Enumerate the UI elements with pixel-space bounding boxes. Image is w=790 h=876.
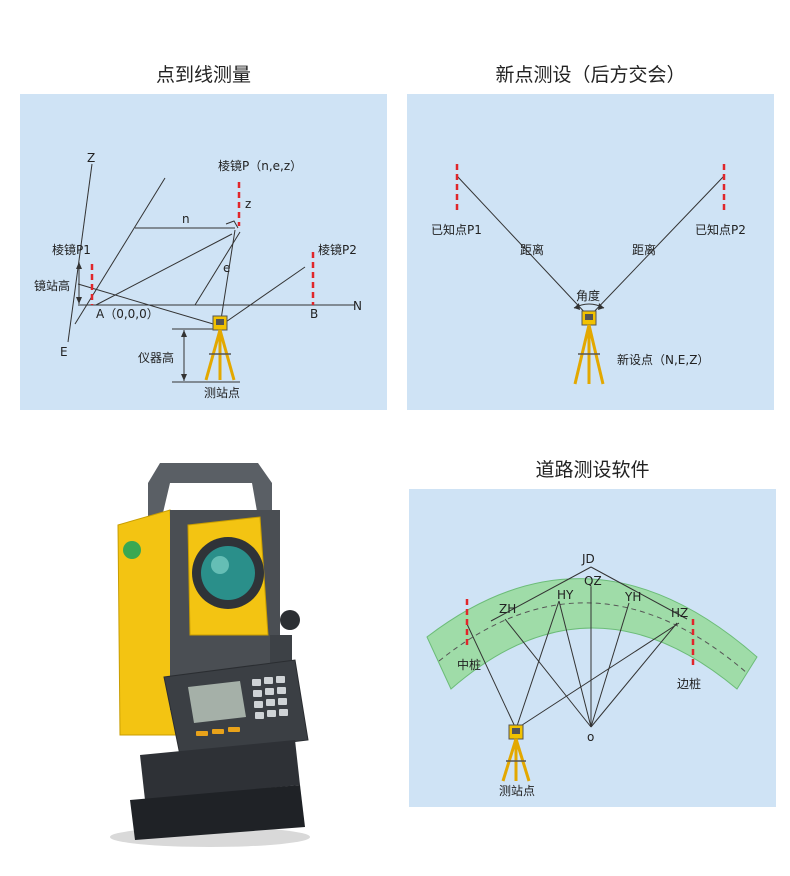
point-a-label: A（0,0,0） bbox=[96, 307, 159, 321]
n-axis-label: N bbox=[353, 299, 362, 313]
road-centerline bbox=[438, 602, 748, 674]
lcd-screen bbox=[188, 681, 246, 723]
instrument-height-label: 仪器高 bbox=[138, 350, 174, 365]
new-point-label: 新设点（N,E,Z） bbox=[617, 352, 709, 367]
radial-zh bbox=[504, 618, 592, 728]
prism-p-label: 棱镜P（n,e,z） bbox=[218, 158, 302, 173]
radial-hz bbox=[590, 622, 678, 728]
z-label: z bbox=[245, 197, 251, 211]
arrow-icon bbox=[574, 303, 580, 310]
sight-center-stake bbox=[466, 623, 517, 730]
total-station-device bbox=[110, 463, 310, 847]
z-axis-line bbox=[67, 163, 93, 343]
tripod-icon bbox=[204, 315, 236, 381]
road-stakeout-diagram: JD ZH HY QZ YH HZ 中桩 边桩 o 测站点 bbox=[409, 489, 776, 807]
prism-p2-label: 棱镜P2 bbox=[318, 242, 357, 257]
right-angle-mark bbox=[225, 220, 239, 229]
right-distance-label: 距离 bbox=[632, 242, 656, 257]
panel1-title: 点到线测量 bbox=[155, 64, 251, 86]
station-label: 测站点 bbox=[204, 386, 240, 400]
side-stake-label: 边桩 bbox=[677, 676, 701, 691]
center-stake-label: 中桩 bbox=[457, 657, 481, 672]
radial-hy bbox=[558, 600, 592, 728]
arrow-icon bbox=[181, 330, 187, 337]
arrow-icon bbox=[76, 297, 82, 304]
level-icon bbox=[123, 541, 141, 559]
keypad-buttons bbox=[252, 676, 288, 719]
center-o-label: o bbox=[587, 730, 594, 744]
left-distance-label: 距离 bbox=[520, 242, 544, 257]
point-b-label: B bbox=[310, 307, 318, 321]
jd-label: JD bbox=[581, 552, 595, 566]
road-stakeout-svg: JD ZH HY QZ YH HZ 中桩 边桩 o 测站点 bbox=[426, 552, 758, 798]
qz-label: QZ bbox=[584, 574, 602, 588]
tangent-line-left bbox=[490, 566, 592, 622]
zh-label: ZH bbox=[499, 602, 516, 616]
known-p2-label: 已知点P2 bbox=[695, 223, 746, 237]
helper-line bbox=[74, 177, 166, 325]
handle bbox=[148, 463, 272, 517]
station-label: 测站点 bbox=[499, 784, 535, 798]
resection-diagram: 已知点P1 已知点P2 距离 距离 角度 新设点（N,E,Z） bbox=[407, 94, 774, 410]
e-label: e bbox=[223, 261, 230, 275]
tribrach bbox=[130, 785, 305, 840]
focus-knob-icon bbox=[280, 610, 300, 630]
device-base bbox=[140, 740, 300, 800]
tangent-line-right bbox=[590, 566, 688, 620]
p1-to-station-line bbox=[77, 283, 221, 327]
point-to-line-diagram: Z E N 棱镜P（n,e,z） z n e 棱镜P1 棱镜P2 镜站高 A（0… bbox=[20, 94, 387, 410]
known-p1-label: 已知点P1 bbox=[431, 223, 482, 237]
station-to-p-line bbox=[219, 229, 236, 327]
hy-label: HY bbox=[557, 588, 574, 602]
arrow-icon bbox=[76, 262, 82, 269]
tripod-icon bbox=[501, 724, 531, 782]
arrow-icon bbox=[181, 374, 187, 381]
yh-label: YH bbox=[624, 590, 641, 604]
p2-to-station-line bbox=[219, 266, 306, 327]
sight-hy bbox=[515, 600, 560, 730]
a-to-p-line bbox=[95, 233, 233, 306]
n-label: n bbox=[182, 212, 190, 226]
z-axis-label: Z bbox=[87, 151, 95, 165]
hz-label: HZ bbox=[671, 606, 688, 620]
resection-svg: 已知点P1 已知点P2 距离 距离 角度 新设点（N,E,Z） bbox=[431, 164, 746, 385]
prism-p1-label: 棱镜P1 bbox=[52, 242, 91, 257]
panel2-title: 新点测设（后方交会） bbox=[495, 64, 686, 86]
e-axis-label: E bbox=[60, 345, 68, 359]
prism-height-label: 镜站高 bbox=[34, 278, 70, 293]
radial-yh bbox=[590, 602, 630, 728]
right-distance-line bbox=[588, 175, 725, 318]
lens-icon bbox=[201, 546, 255, 600]
panel3-title: 道路测设软件 bbox=[535, 459, 650, 481]
road-band bbox=[426, 578, 758, 690]
angle-label: 角度 bbox=[576, 288, 600, 303]
sight-hz bbox=[515, 622, 680, 730]
arrow-icon bbox=[598, 303, 604, 310]
tripod-icon bbox=[573, 310, 605, 385]
left-distance-line bbox=[456, 175, 590, 318]
point-to-line-svg: Z E N 棱镜P（n,e,z） z n e 棱镜P1 棱镜P2 镜站高 A（0… bbox=[34, 151, 362, 400]
